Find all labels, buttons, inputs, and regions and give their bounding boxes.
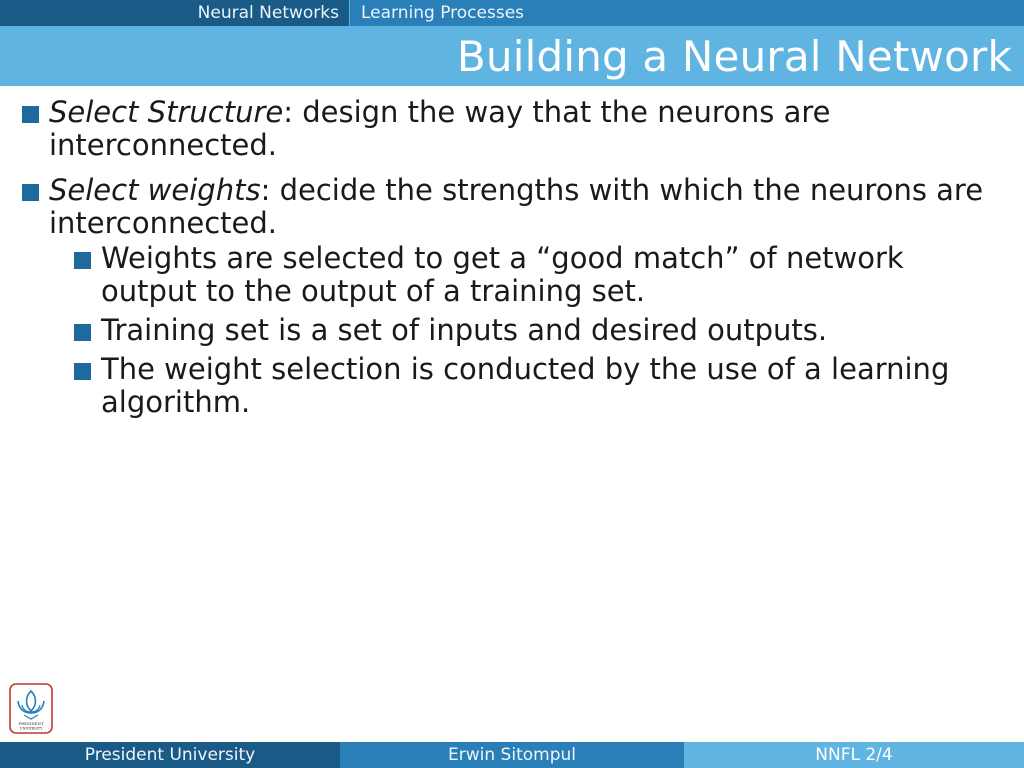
sub-bullet-text: The weight selection is conducted by the… bbox=[101, 352, 950, 419]
bullet-item-select-structure: Select Structure: design the way that th… bbox=[0, 96, 1024, 162]
sub-bullet-text: Training set is a set of inputs and desi… bbox=[101, 313, 828, 347]
square-bullet-icon bbox=[74, 363, 91, 380]
sub-bullet-item: The weight selection is conducted by the… bbox=[0, 353, 1024, 419]
bullet-term: Select weights bbox=[49, 173, 261, 207]
square-bullet-icon bbox=[22, 106, 39, 123]
bullet-term: Select Structure bbox=[49, 95, 284, 129]
nav-subsection-label[interactable]: Learning Processes bbox=[361, 3, 525, 23]
sub-bullet-text: Weights are selected to get a “good matc… bbox=[101, 241, 904, 308]
title-bar: Building a Neural Network bbox=[0, 26, 1024, 86]
nav-section[interactable]: Neural Networks bbox=[0, 0, 350, 26]
slide-content: Select Structure: design the way that th… bbox=[0, 96, 1024, 425]
footer-bar: President University Erwin Sitompul NNFL… bbox=[0, 742, 1024, 768]
footer-author: Erwin Sitompul bbox=[340, 742, 684, 768]
university-crest-icon: PRESIDENT UNIVERSITY bbox=[9, 683, 53, 734]
top-navigation-bar: Neural Networks Learning Processes bbox=[0, 0, 1024, 26]
square-bullet-icon bbox=[74, 324, 91, 341]
svg-text:UNIVERSITY: UNIVERSITY bbox=[20, 727, 44, 731]
square-bullet-icon bbox=[74, 252, 91, 269]
nav-section-label[interactable]: Neural Networks bbox=[197, 3, 339, 23]
footer-page-number: NNFL 2/4 bbox=[684, 742, 1024, 768]
footer-institution: President University bbox=[0, 742, 340, 768]
sub-bullet-list: Weights are selected to get a “good matc… bbox=[0, 242, 1024, 419]
slide-title: Building a Neural Network bbox=[456, 31, 1012, 81]
sub-bullet-item: Weights are selected to get a “good matc… bbox=[0, 242, 1024, 308]
sub-bullet-item: Training set is a set of inputs and desi… bbox=[0, 314, 1024, 347]
president-university-logo: PRESIDENT UNIVERSITY bbox=[9, 683, 53, 734]
bullet-text: : decide the strengths with which the ne… bbox=[49, 173, 984, 240]
nav-subsection[interactable]: Learning Processes bbox=[350, 0, 1024, 26]
svg-text:PRESIDENT: PRESIDENT bbox=[18, 721, 44, 726]
bullet-item-select-weights: Select weights: decide the strengths wit… bbox=[0, 174, 1024, 240]
bullet-text: : design the way that the neurons are in… bbox=[49, 95, 831, 162]
square-bullet-icon bbox=[22, 184, 39, 201]
